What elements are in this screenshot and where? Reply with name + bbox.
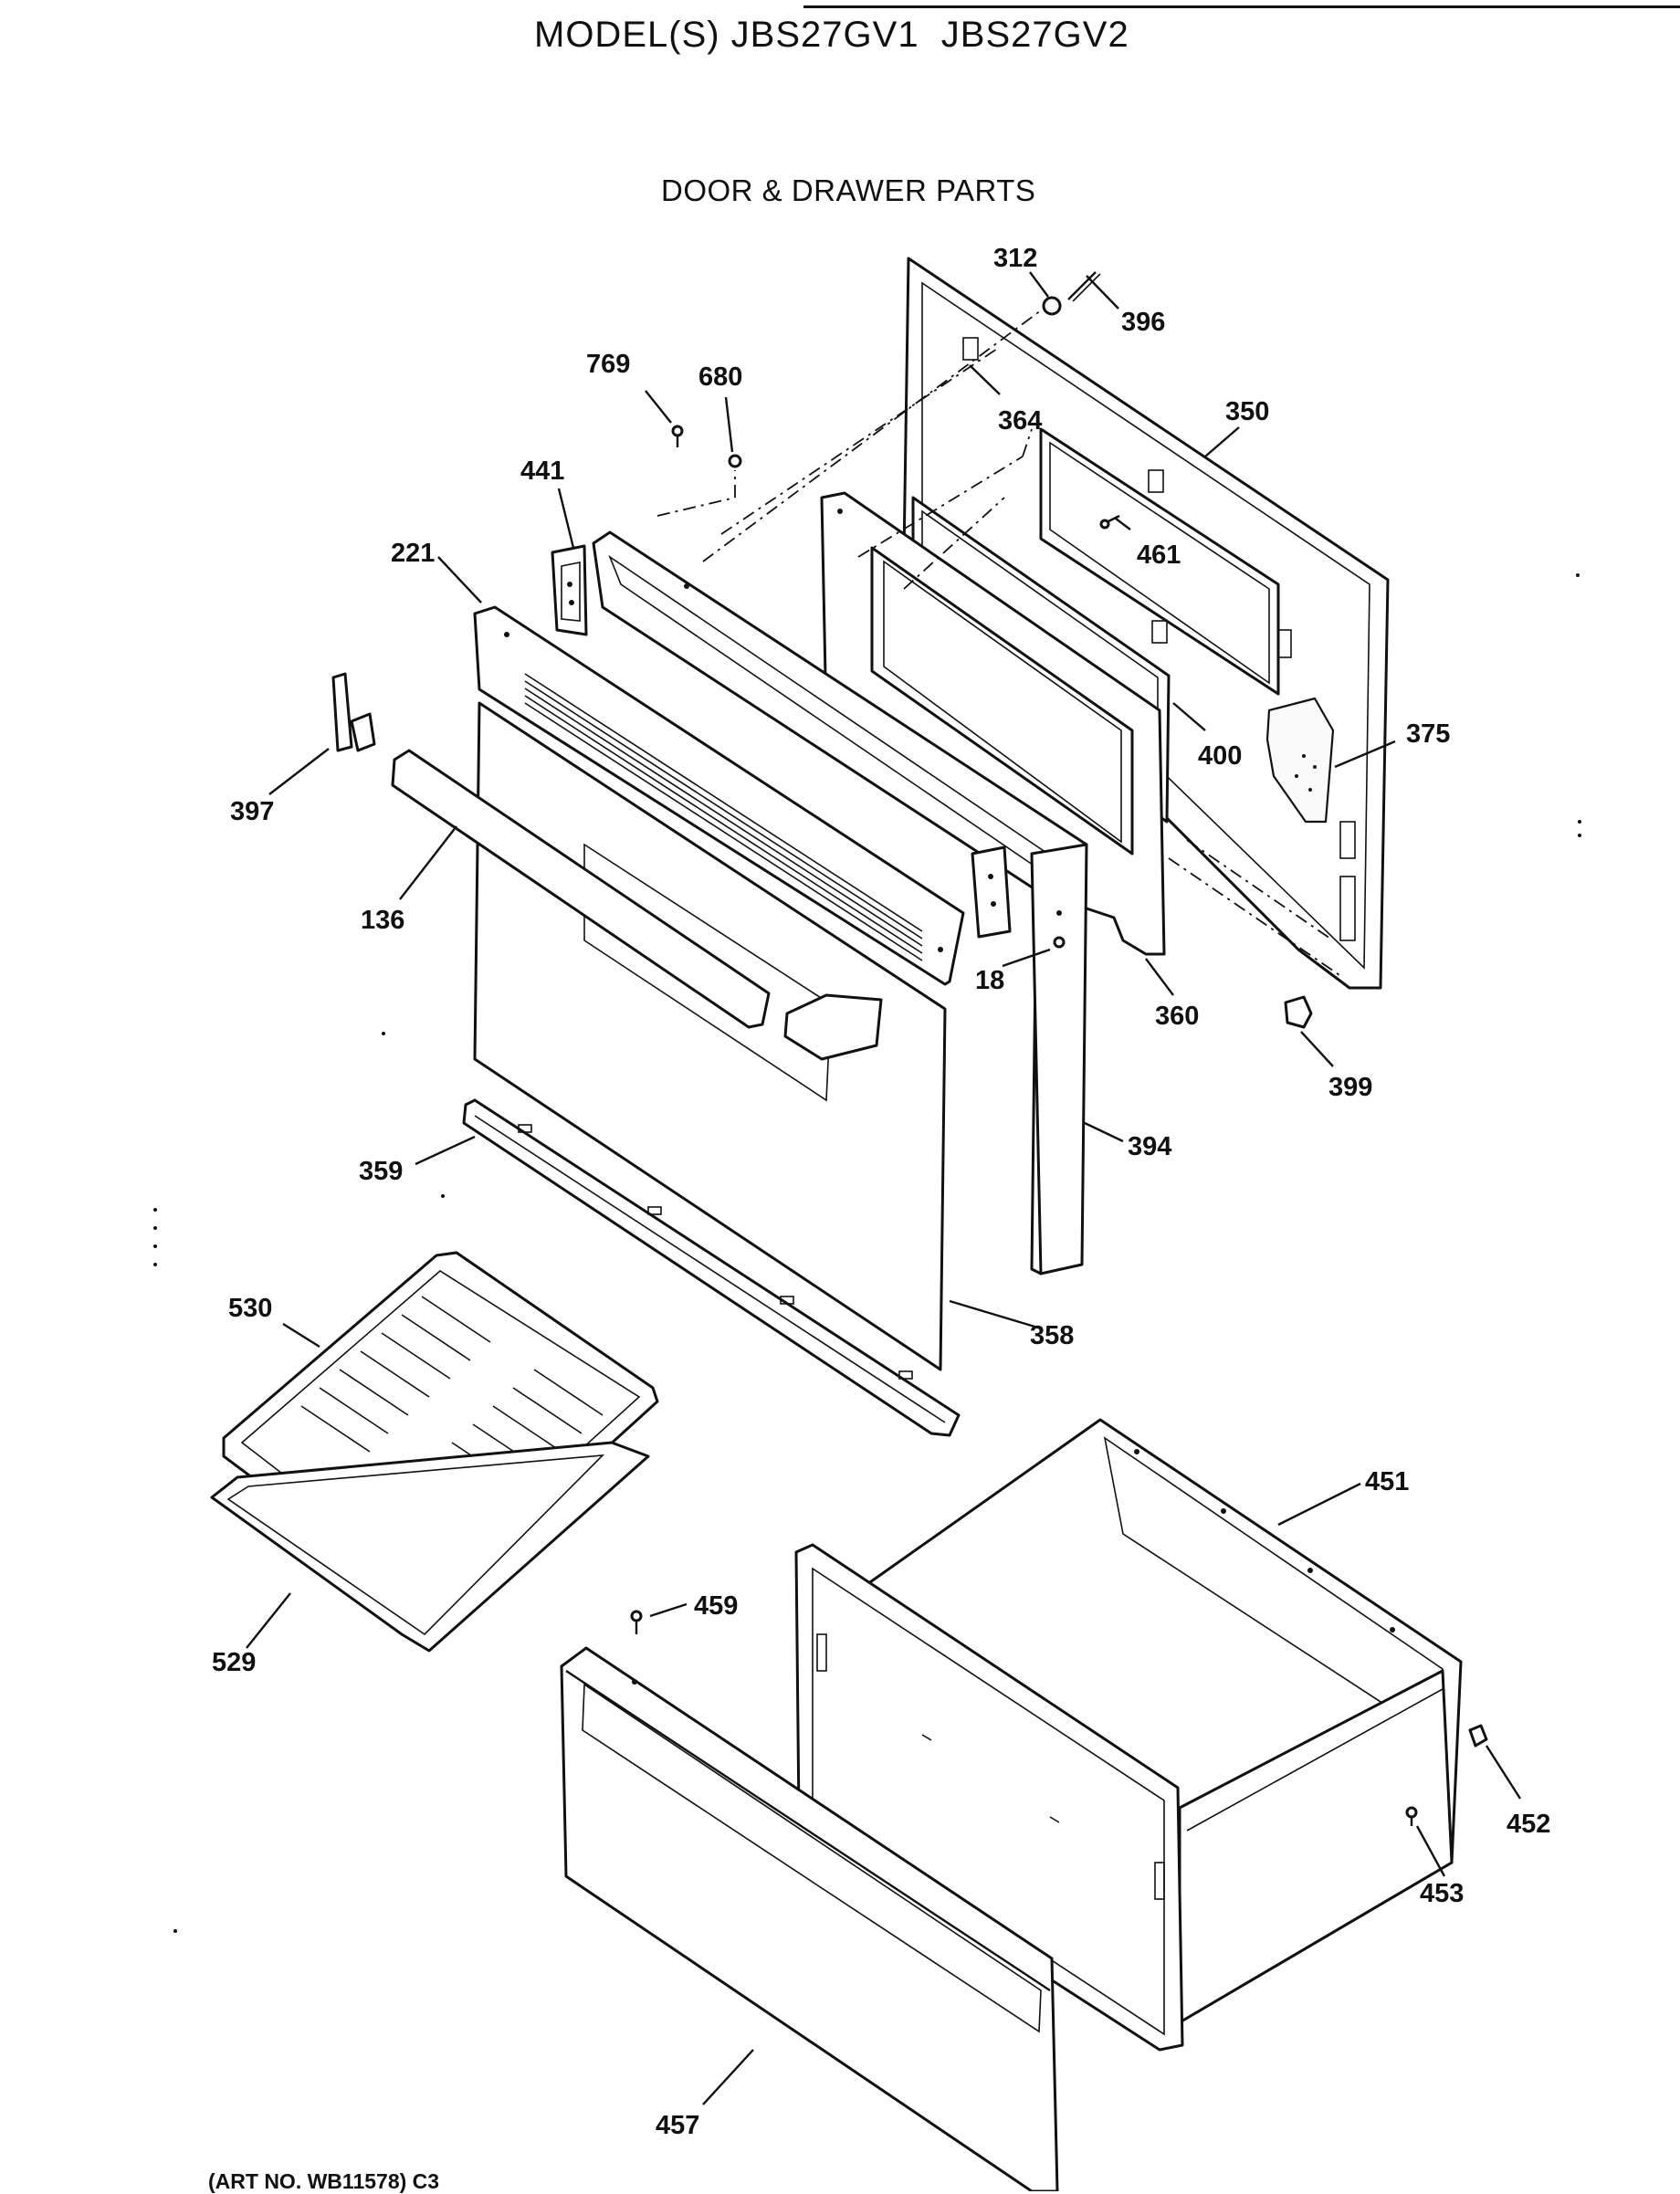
part-label-396: 396 [1121, 308, 1165, 337]
door-handle-136 [391, 749, 883, 1061]
alignment-lines [656, 310, 1042, 590]
part-label-399: 399 [1328, 1073, 1372, 1102]
switch-397 [331, 672, 376, 752]
fasteners [630, 271, 1488, 1826]
part-label-680: 680 [698, 362, 742, 392]
part-label-18: 18 [975, 966, 1004, 995]
part-label-397: 397 [230, 797, 274, 826]
part-label-453: 453 [1420, 1879, 1464, 1908]
art-number: (ART NO. WB11578) C3 [208, 2169, 440, 2193]
insulation-375 [1265, 697, 1335, 824]
part-label-350: 350 [1225, 397, 1269, 426]
part-label-461: 461 [1137, 541, 1181, 570]
leader-lines [246, 271, 1522, 2105]
part-label-136: 136 [361, 906, 404, 935]
part-label-529: 529 [212, 1648, 256, 1677]
section-title: DOOR & DRAWER PARTS [661, 173, 1036, 207]
vent-panel-221 [473, 605, 965, 986]
drawer-side-panel [794, 1543, 1184, 2052]
drawer-box-451 [866, 1418, 1463, 2024]
part-label-359: 359 [359, 1157, 403, 1186]
broiler-pan-529 [210, 1441, 650, 1653]
bottom-trim-359 [462, 1098, 961, 1437]
drawer-front-457 [560, 1646, 1059, 2191]
part-labels: 312 396 769 680 364 350 441 461 221 400 … [212, 244, 1550, 2140]
hinge-441 [551, 544, 588, 636]
model-title: MODEL(S) JBS27GV1 JBS27GV2 [534, 15, 1129, 55]
header-rule [803, 5, 1680, 8]
part-label-221: 221 [391, 539, 435, 568]
scan-specks [153, 573, 1581, 1933]
part-label-360: 360 [1155, 1002, 1199, 1031]
part-label-769: 769 [586, 350, 630, 379]
part-label-452: 452 [1507, 1810, 1550, 1839]
part-label-358: 358 [1030, 1321, 1074, 1350]
part-label-457: 457 [656, 2111, 699, 2140]
part-label-451: 451 [1365, 1467, 1409, 1496]
part-label-364: 364 [998, 406, 1042, 436]
part-label-530: 530 [228, 1294, 272, 1323]
part-label-375: 375 [1406, 719, 1450, 749]
part-label-312: 312 [993, 244, 1037, 273]
outer-door-panel-350 [902, 257, 1390, 990]
hinge-right [971, 845, 1012, 939]
part-label-394: 394 [1128, 1132, 1171, 1161]
part-label-441: 441 [520, 457, 564, 486]
part-label-400: 400 [1198, 741, 1242, 771]
bumper-399 [1284, 995, 1313, 1029]
part-label-459: 459 [694, 1591, 738, 1621]
